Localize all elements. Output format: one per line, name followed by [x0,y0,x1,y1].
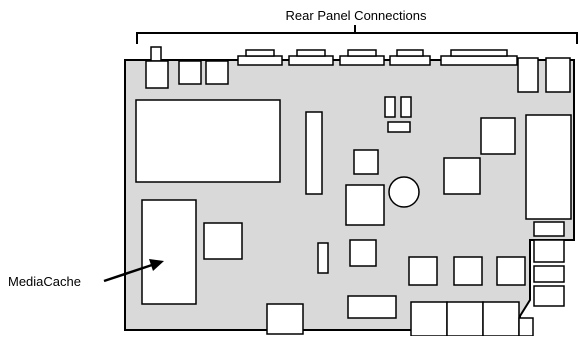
bottom-components [266,295,534,337]
mediacache-module [141,199,197,305]
rear-panel-bracket [136,25,578,44]
side-connector-b [533,239,565,263]
side-connector-c [533,265,565,283]
processor-chip [345,184,385,226]
chip-upper-right [480,117,516,155]
rear-panel-label: Rear Panel Connections [286,8,427,23]
slot-connector [305,111,323,195]
small-chip-a [384,96,396,118]
side-connector-d [533,285,565,307]
chip-b [443,157,481,195]
side-connector-a [533,221,565,237]
chip-e [453,256,483,286]
mediacache-arrow [103,259,164,283]
chip-c [349,239,377,267]
small-chip-c [387,121,411,133]
narrow-chip [317,242,329,274]
right-module [525,114,572,220]
chip-a [353,149,379,175]
chip-f [496,256,526,286]
mediacache-label: MediaCache [8,274,81,289]
battery [388,176,420,208]
board-components [135,96,572,307]
chip-left [203,222,243,260]
chip-d [408,256,438,286]
large-chip [135,99,281,183]
small-chip-b [400,96,412,118]
rear-connectors [145,46,571,93]
